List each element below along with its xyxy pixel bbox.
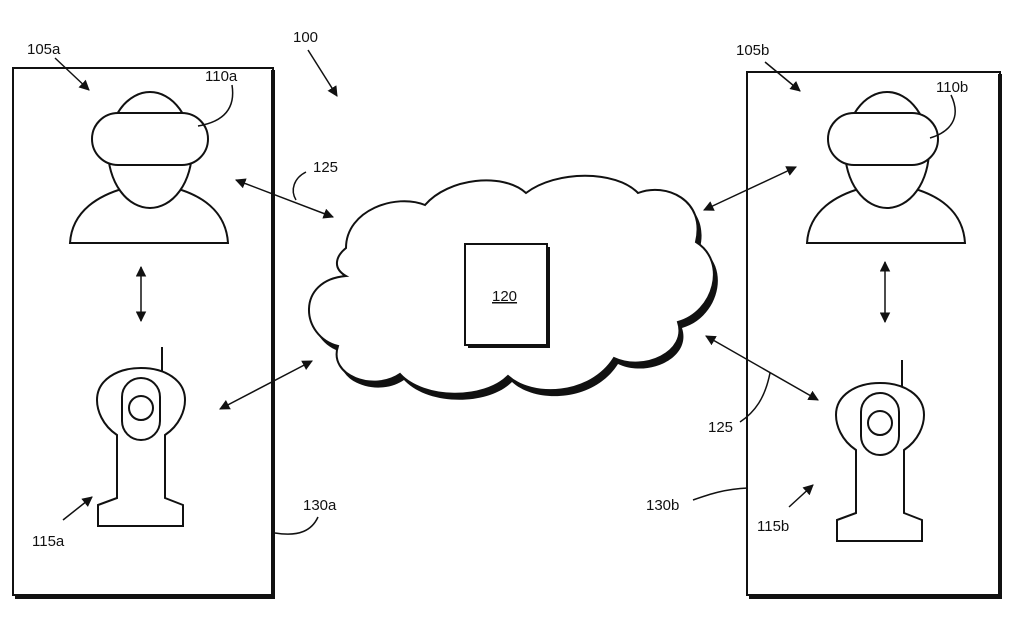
label-130a: 130a bbox=[303, 497, 337, 514]
pointer-100 bbox=[307, 49, 338, 97]
user-with-headset-b bbox=[805, 91, 967, 244]
leader-lines bbox=[54, 49, 956, 535]
leader-125-right bbox=[739, 372, 771, 423]
leader-125-left bbox=[292, 171, 307, 201]
label-105a: 105a bbox=[27, 41, 61, 58]
telepresence-robot-a bbox=[95, 347, 187, 527]
user-with-headset-a bbox=[68, 91, 230, 244]
leader-110a bbox=[197, 84, 234, 127]
server-120 bbox=[464, 243, 550, 348]
label-125-left: 125 bbox=[313, 159, 338, 176]
arrow-cloud-to-headset-b bbox=[703, 166, 797, 211]
pointer-105b bbox=[764, 61, 801, 92]
arrow-robot-a-to-cloud bbox=[219, 360, 313, 410]
label-105b: 105b bbox=[736, 42, 769, 59]
leader-130b bbox=[692, 487, 749, 501]
label-110a: 110a bbox=[205, 68, 238, 85]
reference-labels: 100 105a 105b 110a 110b 125 120 125 130a… bbox=[27, 29, 968, 550]
label-125-right: 125 bbox=[708, 419, 733, 436]
arrow-headset-a-to-cloud bbox=[235, 178, 334, 219]
label-115b: 115b bbox=[757, 518, 789, 535]
label-110b: 110b bbox=[936, 79, 968, 96]
leader-110b bbox=[929, 94, 956, 139]
pointer-105a bbox=[54, 57, 90, 91]
arrow-cloud-to-robot-b bbox=[705, 335, 819, 401]
label-115a: 115a bbox=[32, 533, 65, 550]
label-130b: 130b bbox=[646, 497, 679, 514]
leader-130a bbox=[274, 516, 319, 535]
pointer-115b bbox=[788, 484, 814, 508]
pointer-115a bbox=[62, 496, 93, 521]
connection-arrows bbox=[135, 166, 891, 410]
label-120: 120 bbox=[492, 288, 517, 305]
label-100: 100 bbox=[293, 29, 318, 46]
telepresence-robot-b bbox=[834, 360, 926, 542]
